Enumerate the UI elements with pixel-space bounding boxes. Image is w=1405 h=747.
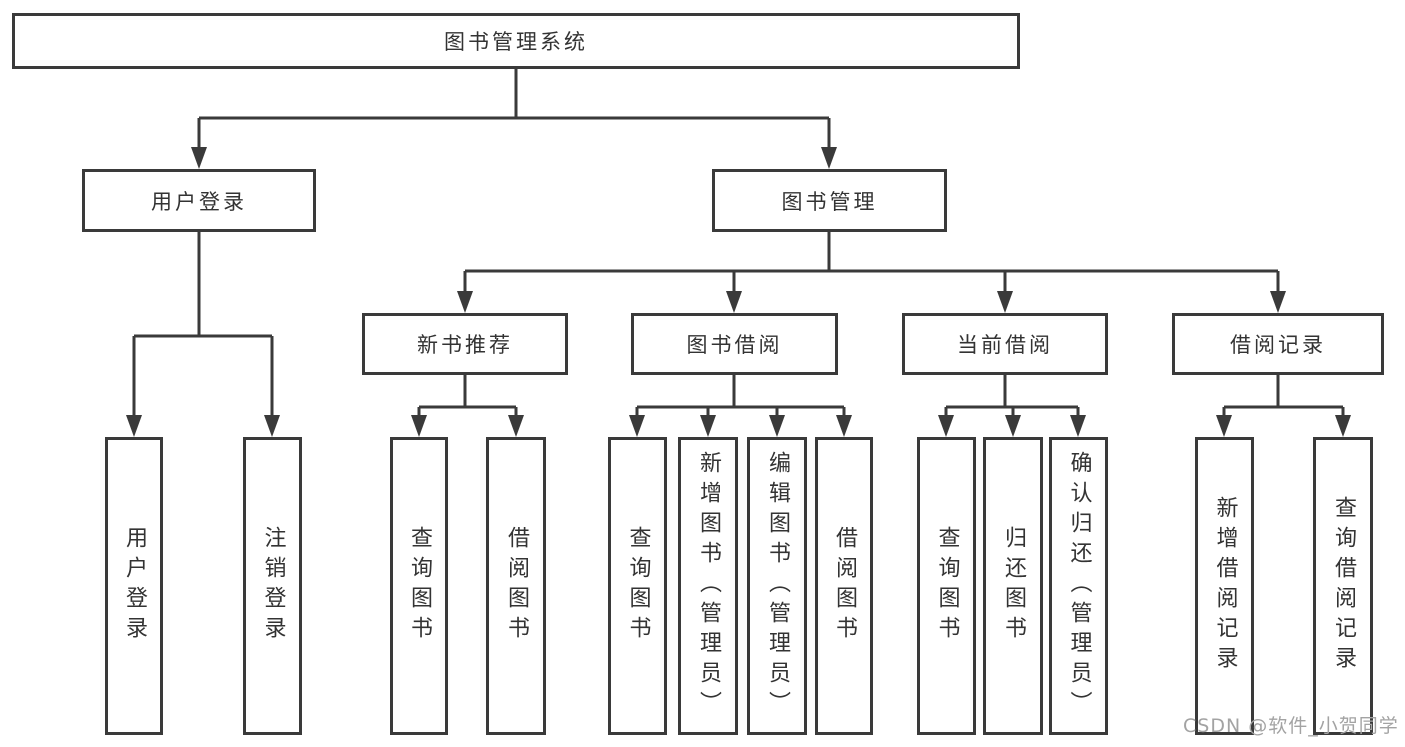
node-borrowing-records: 借阅记录 [1172, 313, 1384, 375]
node-book-management: 图书管理 [712, 169, 947, 232]
node-current-borrowing: 当前借阅 [902, 313, 1108, 375]
leaf-query-books-current: 查询图书 [917, 437, 976, 735]
leaf-return-books: 归还图书 [983, 437, 1043, 735]
leaf-query-books-recommendation: 查询图书 [390, 437, 448, 735]
leaf-borrow-books-recommendation: 借阅图书 [486, 437, 546, 735]
node-book-management-system: 图书管理系统 [12, 13, 1020, 69]
leaf-add-borrow-record: 新增借阅记录 [1195, 437, 1254, 735]
leaf-add-book-admin: 新增图书（管理员） [678, 437, 738, 735]
node-new-book-recommendation: 新书推荐 [362, 313, 568, 375]
leaf-confirm-return-admin: 确认归还（管理员） [1049, 437, 1108, 735]
leaf-borrow-books-borrowing: 借阅图书 [815, 437, 873, 735]
leaf-logout: 注销登录 [243, 437, 302, 735]
node-book-borrowing: 图书借阅 [631, 313, 838, 375]
csdn-watermark: CSDN @软件_小贺同学 [1183, 715, 1399, 737]
node-user-login: 用户登录 [82, 169, 316, 232]
leaf-query-books-borrowing: 查询图书 [608, 437, 667, 735]
leaf-user-login: 用户登录 [105, 437, 163, 735]
leaf-query-borrow-record: 查询借阅记录 [1313, 437, 1373, 735]
leaf-edit-book-admin: 编辑图书（管理员） [747, 437, 807, 735]
